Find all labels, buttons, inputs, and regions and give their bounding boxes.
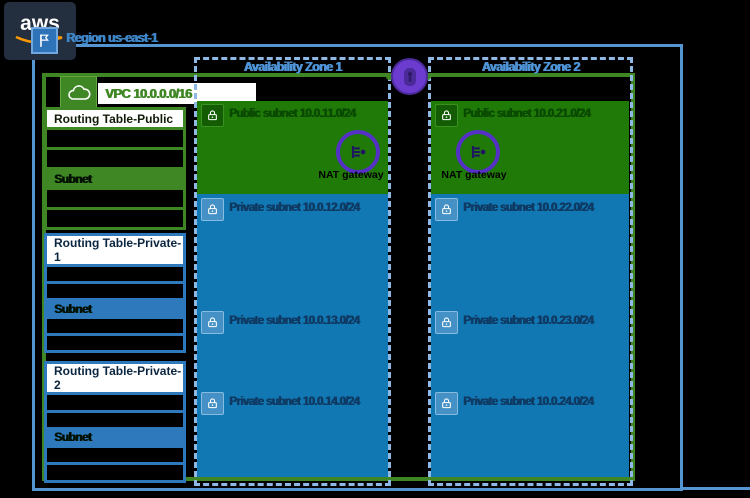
region-flag-icon (31, 27, 58, 54)
routing-table-private-2: Routing Table-Private-2 Subnet (44, 361, 186, 483)
cloud-icon (67, 84, 90, 100)
routing-table-public: Routing Table-Public Subnet (44, 107, 186, 230)
padlock-icon (442, 317, 451, 328)
private-subnet-az1-3: Private subnet 10.0.14.0/24 (197, 392, 388, 418)
routing-table-row (47, 318, 183, 333)
routing-table-title: Routing Table-Private-2 (47, 364, 183, 392)
routing-table-row (47, 150, 183, 167)
lock-icon (435, 198, 458, 221)
nat-gateway-label: NAT gateway (441, 169, 507, 181)
public-subnet-az1-label: Public subnet 10.0.11.0/24 (229, 108, 356, 120)
private-subnet-label: Private subnet 10.0.12.0/24 (229, 202, 360, 214)
vpc-label-strip: VPC 10.0.0.0/16 (98, 83, 256, 104)
private-subnet-label: Private subnet 10.0.24.0/24 (463, 396, 594, 408)
lock-icon (435, 104, 458, 127)
public-subnet-az2-label: Public subnet 10.0.21.0/24 (463, 108, 591, 120)
internet-gateway-glyph (403, 67, 416, 86)
routing-table-subnet-row: Subnet (54, 430, 92, 445)
az2-label: Availability Zone 2 (481, 60, 580, 74)
lock-icon (201, 104, 224, 127)
lock-icon (435, 392, 458, 415)
private-subnet-label: Private subnet 10.0.23.0/24 (463, 315, 594, 327)
public-subnet-az2: Public subnet 10.0.21.0/24 NAT gateway (431, 101, 629, 194)
region-border-extension (683, 487, 750, 490)
private-subnet-label: Private subnet 10.0.22.0/24 (463, 202, 594, 214)
routing-table-row (47, 395, 183, 410)
vpc-icon (60, 76, 97, 109)
flag-icon (40, 34, 49, 47)
lock-icon (201, 311, 224, 334)
region-label: Region us-east-1 (66, 31, 158, 45)
public-subnet-az1-header: Public subnet 10.0.11.0/24 (197, 104, 388, 130)
padlock-icon (208, 398, 217, 409)
routing-table-row (47, 267, 183, 282)
routing-table-subnet-row: Subnet (54, 301, 92, 316)
routing-table-row (47, 284, 183, 299)
private-subnet-az1-2: Private subnet 10.0.13.0/24 (197, 311, 388, 337)
vpc-label: VPC 10.0.0.0/16 (105, 86, 192, 101)
private-subnet-az2-3: Private subnet 10.0.24.0/24 (431, 392, 629, 418)
private-subnet-label: Private subnet 10.0.14.0/24 (229, 396, 360, 408)
public-subnet-az2-header: Public subnet 10.0.21.0/24 (431, 104, 629, 130)
routing-table-row (47, 412, 183, 428)
routing-table-title: Routing Table-Public (47, 110, 183, 127)
padlock-icon (442, 204, 451, 215)
routing-table-row (47, 210, 183, 227)
private-subnet-az1-1: Private subnet 10.0.12.0/24 (197, 198, 388, 224)
padlock-icon (442, 110, 451, 121)
routing-table-row (47, 447, 183, 463)
nat-gateway-glyph (351, 146, 366, 158)
private-subnets-az2: Private subnet 10.0.22.0/24 Private subn… (431, 194, 629, 477)
routing-table-private-1: Routing Table-Private-1 Subnet (44, 233, 186, 353)
routing-table-row (47, 130, 183, 147)
private-subnet-az2-2: Private subnet 10.0.23.0/24 (431, 311, 629, 337)
routing-table-title: Routing Table-Private-1 (47, 236, 183, 264)
nat-gateway-icon (336, 130, 380, 174)
region-container (32, 44, 683, 491)
nat-gateway-icon (456, 130, 500, 174)
availability-zone-1 (194, 57, 391, 486)
private-subnet-label: Private subnet 10.0.13.0/24 (229, 315, 360, 327)
lock-icon (201, 198, 224, 221)
routing-table-row (47, 335, 183, 351)
routing-table-row (47, 190, 183, 207)
availability-zone-2 (428, 57, 633, 486)
lock-icon (435, 311, 458, 334)
az1-label: Availability Zone 1 (243, 60, 342, 74)
nat-gateway-label: NAT gateway (318, 169, 384, 181)
internet-gateway-icon (391, 58, 428, 95)
nat-gateway-glyph (471, 146, 486, 158)
routing-table-subnet-row: Subnet (54, 171, 92, 186)
connector-dot (386, 73, 393, 80)
padlock-icon (208, 110, 217, 121)
private-subnet-az2-1: Private subnet 10.0.22.0/24 (431, 198, 629, 224)
padlock-icon (208, 317, 217, 328)
padlock-icon (442, 398, 451, 409)
public-subnet-az1: Public subnet 10.0.11.0/24 NAT gateway (197, 101, 388, 194)
lock-icon (201, 392, 224, 415)
routing-table-row (47, 465, 183, 480)
padlock-icon (208, 204, 217, 215)
private-subnets-az1: Private subnet 10.0.12.0/24 Private subn… (197, 194, 388, 477)
